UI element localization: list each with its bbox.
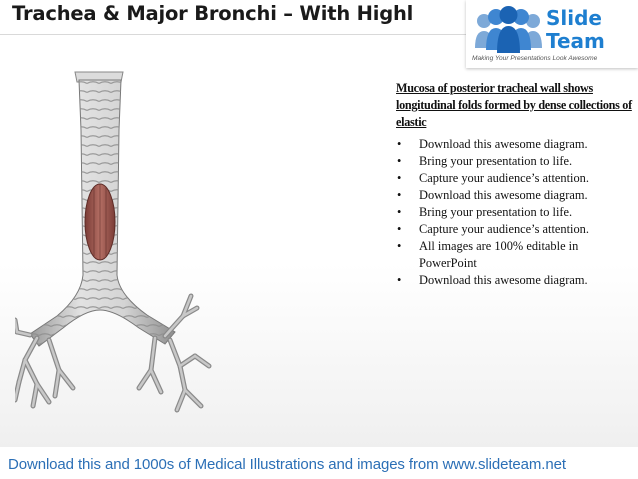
list-item: •Download this awesome diagram. <box>397 273 588 287</box>
logo-tagline: Making Your Presentations Look Awesome <box>472 55 598 62</box>
footer-bar: Download this and 1000s of Medical Illus… <box>0 447 638 479</box>
list-item: •Bring your presentation to life. <box>397 205 573 219</box>
slide-title: Trachea & Major Bronchi – With Highl <box>12 2 414 25</box>
bullet-icon: • <box>397 154 402 168</box>
logo-word-team: Team <box>546 29 605 53</box>
title-divider <box>0 34 470 35</box>
list-item: •Capture your audience’s attention. <box>397 171 589 185</box>
bullet-list: •Download this awesome diagram. •Bring y… <box>397 136 633 289</box>
bullet-icon: • <box>397 188 402 202</box>
logo-word-slide: Slide <box>546 6 602 30</box>
bullet-icon: • <box>397 205 402 219</box>
bullet-icon: • <box>397 222 402 236</box>
list-item: • All images are 100% editable in PowerP… <box>397 239 579 270</box>
slideteam-logo[interactable]: Slide Team Making Your Presentations Loo… <box>466 0 638 68</box>
bullet-icon: • <box>397 273 402 287</box>
list-item: •Bring your presentation to life. <box>397 154 573 168</box>
footer-download-link[interactable]: Download this and 1000s of Medical Illus… <box>8 456 566 473</box>
diagram-heading: Mucosa of posterior tracheal wall shows … <box>396 81 632 129</box>
people-logo-icon <box>475 6 542 53</box>
bullet-icon: • <box>397 171 402 185</box>
bullet-icon: • <box>397 239 402 253</box>
bullet-icon: • <box>397 137 402 151</box>
list-item: •Download this awesome diagram. <box>397 137 588 151</box>
list-item: •Download this awesome diagram. <box>397 188 588 202</box>
list-item: •Capture your audience’s attention. <box>397 222 589 236</box>
trachea-bronchi-illustration <box>15 71 212 413</box>
